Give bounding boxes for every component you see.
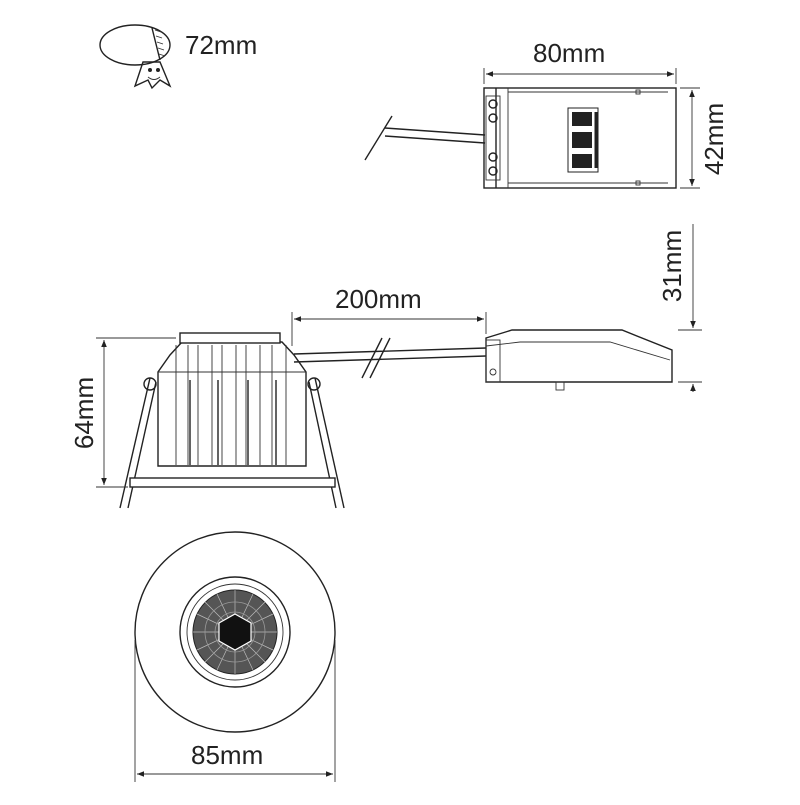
driver-height-label: 42mm [699, 102, 729, 176]
driver-depth-label: 31mm [657, 229, 687, 303]
hole-saw-icon [99, 24, 172, 90]
light-front-view [134, 531, 336, 782]
driver-logo-icon [567, 107, 599, 173]
driver-top-view [364, 68, 700, 189]
bezel-diameter-label: 85mm [191, 740, 264, 770]
driver-length-label: 80mm [533, 38, 606, 68]
light-side-view [96, 224, 702, 509]
light-height-label: 64mm [69, 376, 99, 450]
cutout-dimension-label: 72mm [185, 30, 258, 60]
cable-length-label: 200mm [335, 284, 422, 314]
